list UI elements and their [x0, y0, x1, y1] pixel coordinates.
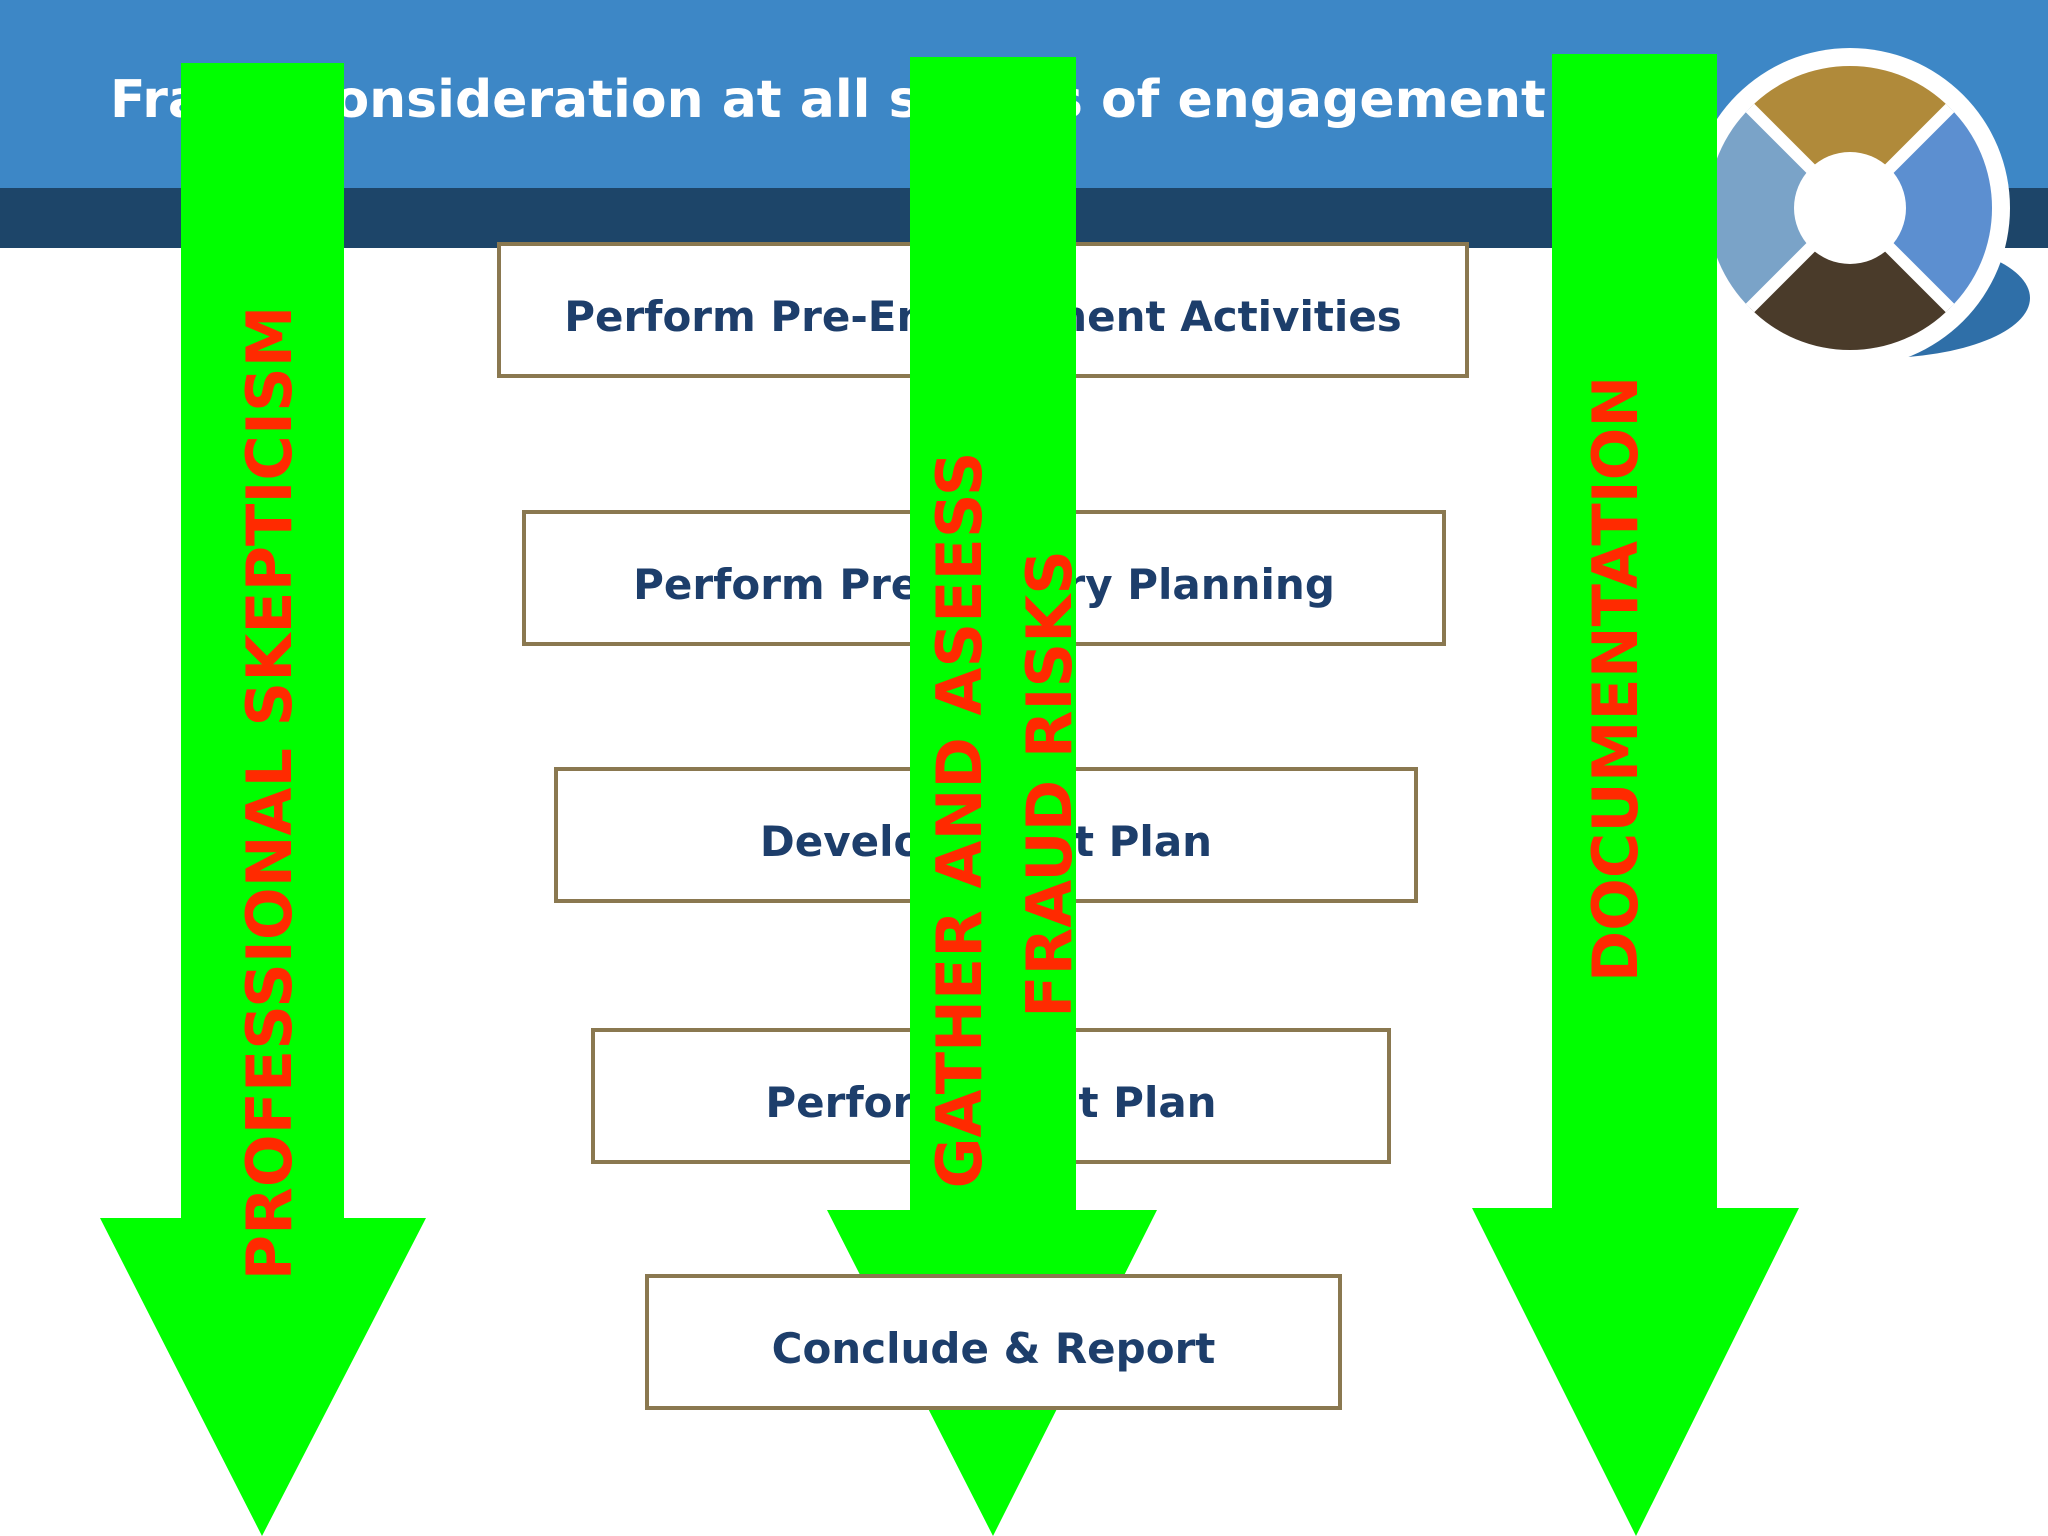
circular-photo-logo: [1690, 48, 2030, 368]
label-professional-skepticism: PROFESSIONAL SKEPTICISM: [233, 305, 306, 1281]
step-conclude-report: Conclude & Report: [645, 1274, 1342, 1410]
arrow-documentation: [1472, 54, 1799, 1536]
label-gather-and-assess: GATHER AND ASEESS: [923, 451, 996, 1189]
label-fraud-risks: FRAUD RISKS: [1013, 550, 1086, 1018]
label-documentation: DOCUMENTATION: [1579, 375, 1652, 983]
slide-title: Fraud Consideration at all stages of eng…: [110, 70, 1546, 130]
arrow-gather-assess-fraud-risks: [827, 57, 1157, 1536]
arrow-professional-skepticism: [100, 63, 426, 1536]
